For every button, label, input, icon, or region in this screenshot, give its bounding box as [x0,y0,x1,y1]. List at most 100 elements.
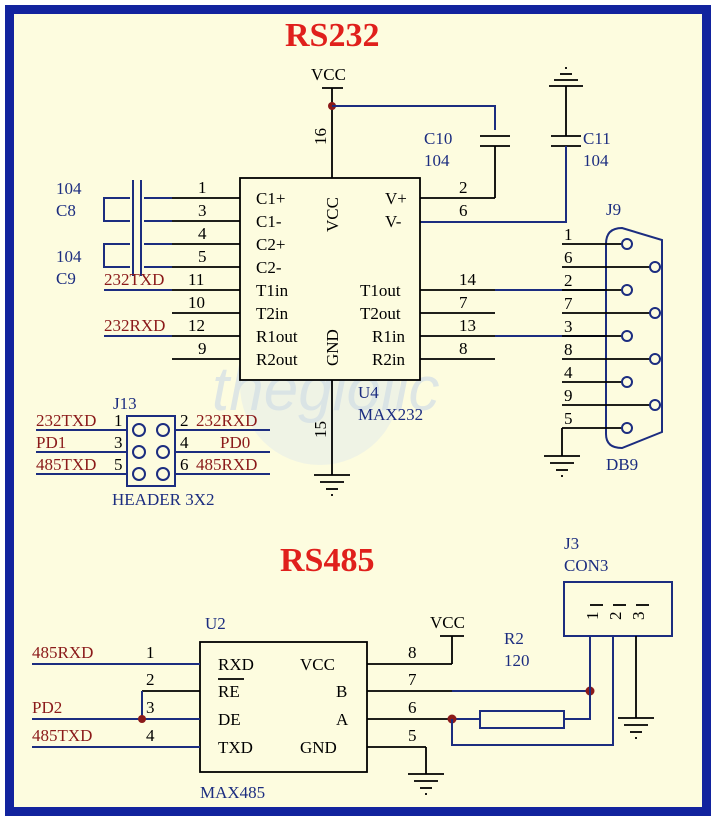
u4-pin-name-t1out: T1out [360,281,401,300]
j3-pin-1: 1 [583,612,602,621]
u2-pin-7: 7 [408,670,417,689]
u2-left-pins [32,663,200,748]
u2-pin-name-de: DE [218,710,241,729]
db9-pin-1: 1 [564,225,573,244]
j9-part: DB9 [606,455,638,474]
u2-pin-4: 4 [146,726,155,745]
j3-ref: J3 [564,534,579,553]
r2-ref: R2 [504,629,524,648]
u4-pin-name-c2m: C2- [256,258,282,277]
r2-value: 120 [504,651,530,670]
u2-vcc-net-label: VCC [430,613,465,632]
u2-pin-8: 8 [408,643,417,662]
u4-pin-14: 14 [459,270,477,289]
db9-pin-6: 6 [564,248,573,267]
u4-pin-10: 10 [188,293,205,312]
u2-pin-2: 2 [146,670,155,689]
u2-pin-name-gnd: GND [300,738,337,757]
j13-left-label-3: 485TXD [36,455,96,474]
j3-pin-3: 3 [629,612,648,621]
j13-right-label-3: 485RXD [196,455,257,474]
j3-pin-2: 2 [606,612,625,621]
c9-value: 104 [56,247,82,266]
rs232-title: RS232 [285,17,379,54]
u4-pin-5: 5 [198,247,207,266]
u2-right-pins [367,663,452,748]
u4-pin-name-t2out: T2out [360,304,401,323]
u4-ref: U4 [358,383,379,402]
c10-value: 104 [424,151,450,170]
j13-pin-5: 5 [114,455,123,474]
re-de-junction [138,715,146,723]
db9-pin-2: 2 [564,271,573,290]
j13-right-label-2: PD0 [220,433,250,452]
u4-pin-name-t1in: T1in [256,281,289,300]
u4-pin-2: 2 [459,178,468,197]
j13-pin-6: 6 [180,455,189,474]
u4-pin-name-c2p: C2+ [256,235,285,254]
u2-pin-6: 6 [408,698,417,717]
u2-part: MAX485 [200,783,265,802]
j13-pin-1: 1 [114,411,123,430]
db9-pin-3: 3 [564,317,573,336]
u4-pin-name-vm: V- [385,212,402,231]
line-a-to-j3-wire [451,636,614,746]
vcc-c10-wire [332,105,496,130]
u2-ref: U2 [205,614,226,633]
u4-vcc-pin-name: VCC [323,197,342,232]
ground-symbol [408,773,444,795]
u4-pin-1: 1 [198,178,207,197]
j13-right-label-1: 232RXD [196,411,257,430]
db9-pins [562,238,661,434]
u4-pin-name-r2in: R2in [372,350,406,369]
c10-ref: C10 [424,129,452,148]
c11-ref: C11 [583,129,611,148]
net-232rxd-label: 232RXD [104,316,165,335]
ground-symbol [314,474,350,496]
r2-resistor [479,710,565,729]
db9-pin-4: 4 [564,363,573,382]
j13-ref: J13 [113,394,137,413]
u2-pin-3: 3 [146,698,155,717]
j9-ref: J9 [606,200,621,219]
u4-pin-name-c1p: C1+ [256,189,285,208]
c8-value: 104 [56,179,82,198]
u4-right-pins [420,197,495,360]
u2-pin-name-b: B [336,682,347,701]
j13-left-label-2: PD1 [36,433,66,452]
j13-pin-4: 4 [180,433,189,452]
u2-pin-name-rxd: RXD [218,655,254,674]
net-485txd-label: 485TXD [32,726,92,745]
j13-left-label-1: 232TXD [36,411,96,430]
u4-pin-9: 9 [198,339,207,358]
db9-pin-5: 5 [564,409,573,428]
j3-part: CON3 [564,556,608,575]
u4-pin-6: 6 [459,201,468,220]
header-pins [36,423,270,481]
u2-chip-body [199,641,368,773]
u4-pin-11: 11 [188,270,204,289]
u2-pin-name-a: A [336,710,349,729]
j13-pin-3: 3 [114,433,123,452]
c11-value: 104 [583,151,609,170]
u2-pin-5: 5 [408,726,417,745]
j13-pin-2: 2 [180,411,189,430]
u4-vcc-net-label: VCC [311,65,346,84]
u4-pin-13: 13 [459,316,476,335]
net-pd2-label: PD2 [32,698,62,717]
u4-pin-8: 8 [459,339,468,358]
db9-pin-8: 8 [564,340,573,359]
u4-pin-name-t2in: T2in [256,304,289,323]
u2-pin-name-vcc: VCC [300,655,335,674]
u4-pin-name-r1in: R1in [372,327,406,346]
u4-part: MAX232 [358,405,423,424]
rs485-title: RS485 [280,542,374,579]
db9-connector-shell [605,226,663,450]
u4-pin-4: 4 [198,224,207,243]
u4-gnd-pin-name: GND [323,329,342,366]
con3-connector [563,581,673,637]
pin16-label: 16 [311,128,330,145]
u4-pin-name-vp: V+ [385,189,407,208]
u4-pin-3: 3 [198,201,207,220]
